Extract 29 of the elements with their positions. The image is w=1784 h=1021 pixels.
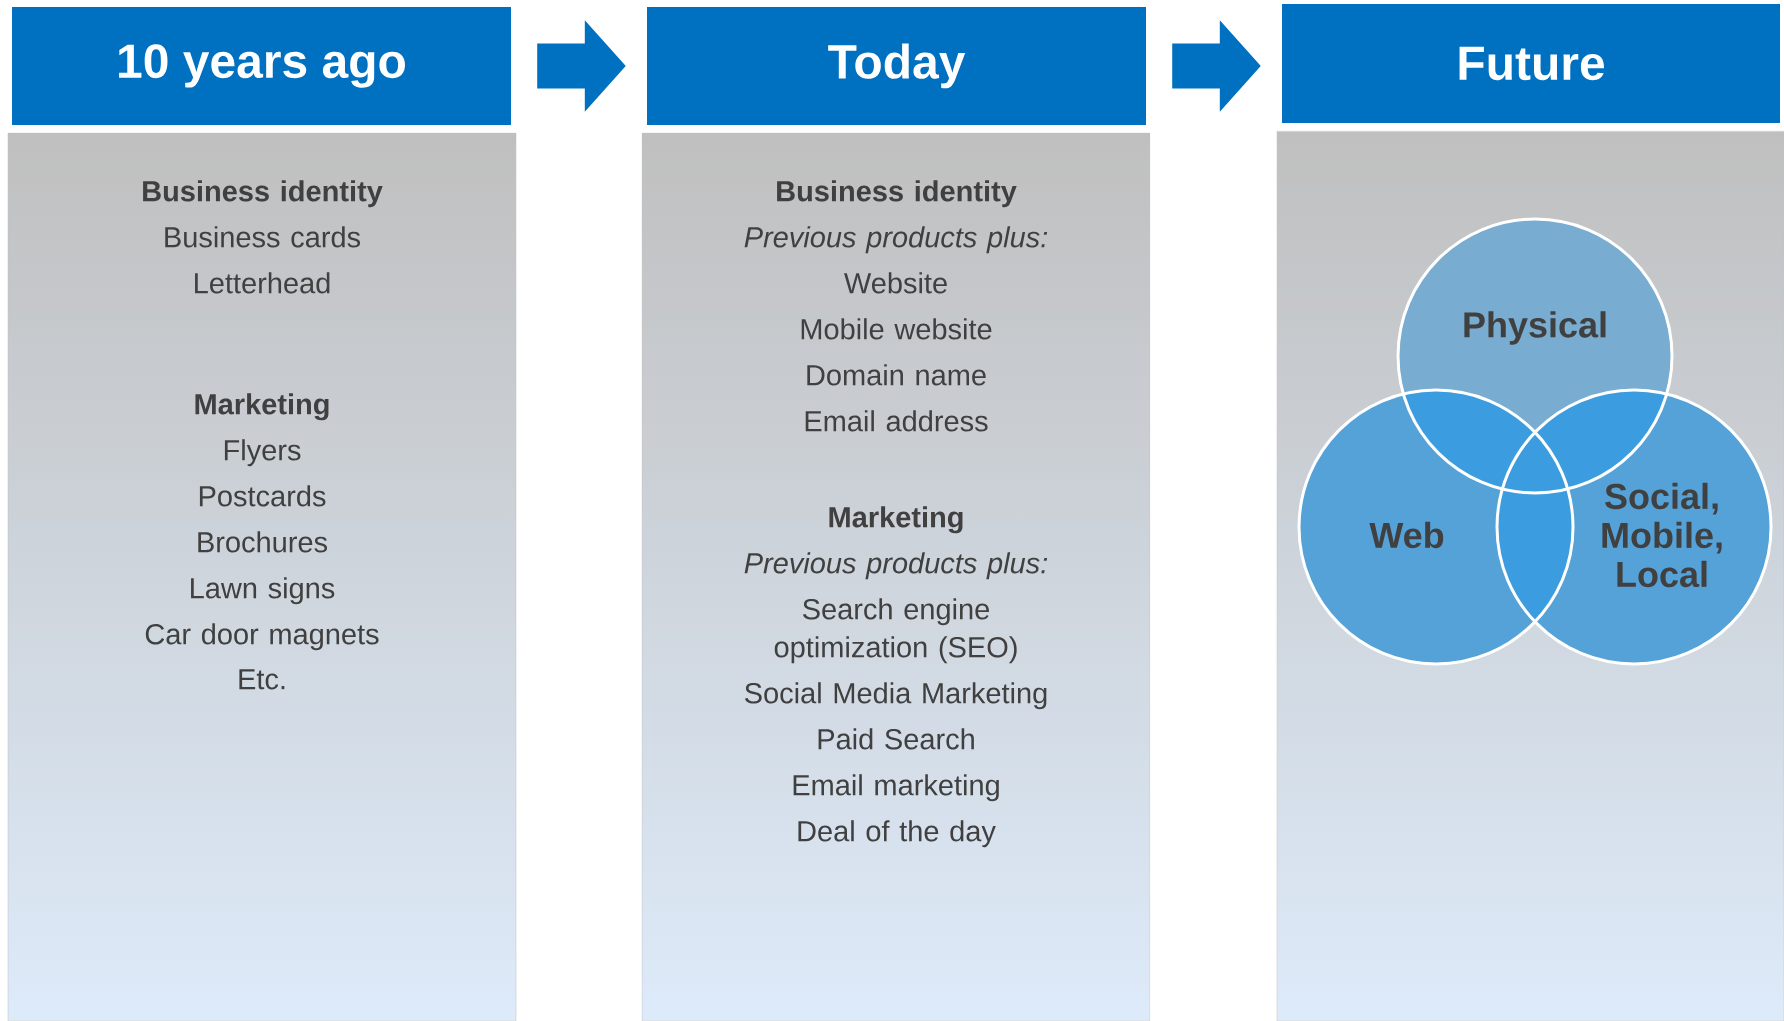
- list-intro: Previous products plus:: [744, 226, 1048, 254]
- list-item: Mobile website: [801, 318, 992, 340]
- list-item: Website: [844, 272, 947, 294]
- header-box: 10 years ago: [12, 7, 511, 125]
- section-heading: Marketing: [195, 393, 329, 421]
- section-heading: Business identity: [143, 180, 383, 208]
- header-box: Future: [1282, 4, 1780, 123]
- list-item: Email address: [805, 410, 988, 432]
- list-item: Paid Search: [818, 728, 974, 750]
- list-item: Search engine optimization (SEO): [774, 598, 1017, 664]
- list-item: Flyers: [224, 439, 301, 467]
- list-item: Letterhead: [195, 272, 330, 294]
- list-item: Car door magnets: [145, 623, 379, 651]
- circle-label: Social, Mobile, Local: [1602, 482, 1722, 588]
- list-item: Social Media Marketing: [745, 682, 1047, 710]
- header-box: Today: [647, 7, 1146, 125]
- circle-label: Web: [1369, 521, 1444, 549]
- list-item: Email marketing: [793, 774, 999, 802]
- list-item: Etc.: [239, 669, 285, 690]
- list-item: Business cards: [165, 226, 361, 248]
- list-item: Postcards: [199, 485, 326, 507]
- list-item: Deal of the day: [798, 820, 996, 848]
- list-intro: Previous products plus:: [744, 552, 1048, 580]
- section-heading: Marketing: [829, 506, 963, 534]
- section-heading: Business identity: [777, 180, 1017, 208]
- list-item: Lawn signs: [191, 577, 335, 605]
- circle-label: Physical: [1464, 311, 1606, 345]
- list-item: Domain name: [807, 364, 986, 386]
- list-item: Brochures: [198, 531, 328, 553]
